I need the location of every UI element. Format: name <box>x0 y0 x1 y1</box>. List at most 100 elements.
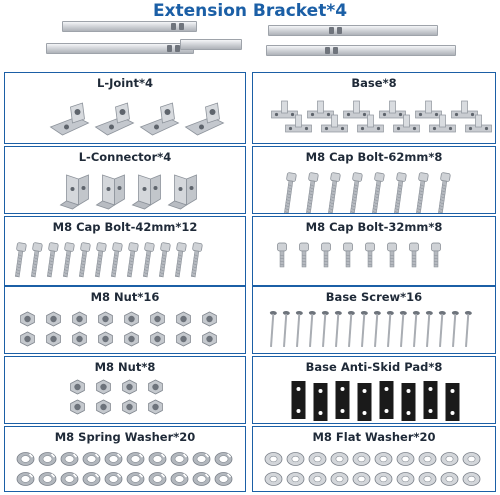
bolt-part <box>299 242 309 268</box>
bolt-part <box>111 242 123 278</box>
spring-washer-part <box>214 472 233 486</box>
part-panel: M8 Cap Bolt-62mm*8 <box>252 146 496 214</box>
pad-part <box>335 381 350 419</box>
part-panel: M8 Flat Washer*20 <box>252 426 496 492</box>
part-label: M8 Cap Bolt-62mm*8 <box>305 150 443 164</box>
part-label: M8 Nut*8 <box>94 360 156 374</box>
bracket-bar <box>46 43 194 54</box>
spring-washer-part <box>16 472 35 486</box>
part-label: Base Screw*16 <box>325 290 423 304</box>
flat-washer-part <box>330 452 349 466</box>
flat-washer-part <box>440 472 459 486</box>
part-label: M8 Nut*16 <box>90 290 160 304</box>
flat-washer-part <box>330 472 349 486</box>
spring-washer-icon <box>16 452 233 486</box>
bolt-part <box>283 172 297 213</box>
nut-part <box>98 331 113 347</box>
flat-washer-part <box>308 452 327 466</box>
nut-part <box>150 331 165 347</box>
part-panel: M8 Cap Bolt-42mm*12 <box>4 216 246 286</box>
base-part <box>321 114 348 133</box>
pad-icon <box>291 381 460 421</box>
flat-washer-part <box>396 452 415 466</box>
nut-part <box>122 379 137 395</box>
bolt-part <box>305 172 319 213</box>
spring-washer-part <box>38 472 57 486</box>
bolt-part <box>371 172 385 213</box>
spring-washer-part <box>192 452 211 466</box>
part-panel: L-Connector*4 <box>4 146 246 214</box>
flat-washer-part <box>440 452 459 466</box>
screw-part <box>347 310 355 347</box>
base-part <box>285 114 312 133</box>
bolt-part <box>409 242 419 268</box>
spring-washer-part <box>192 472 211 486</box>
spring-washer-part <box>60 472 79 486</box>
part-label: Base Anti-Skid Pad*8 <box>305 360 443 374</box>
bolt-part <box>159 242 171 278</box>
nut-part <box>148 379 163 395</box>
nut-part <box>124 331 139 347</box>
page-title: Extension Bracket*4 <box>152 1 348 21</box>
flat-washer-part <box>374 452 393 466</box>
nut-icon <box>70 379 163 415</box>
l-connector-part <box>95 174 125 210</box>
bolt-part <box>191 242 203 278</box>
bolt-part <box>127 242 139 278</box>
spring-washer-part <box>16 452 35 466</box>
nut-icon <box>20 311 217 347</box>
screw-part <box>412 310 420 347</box>
flat-washer-part <box>374 472 393 486</box>
l-joint-icon <box>49 102 225 136</box>
base-part <box>379 100 406 119</box>
screw-part <box>269 310 277 347</box>
screw-part <box>321 310 329 347</box>
screw-part <box>464 310 472 347</box>
spring-washer-part <box>214 452 233 466</box>
pad-part <box>357 383 372 421</box>
flat-washer-part <box>396 472 415 486</box>
part-panel: M8 Cap Bolt-32mm*8 <box>252 216 496 286</box>
bolt-part <box>321 242 331 268</box>
nut-part <box>202 331 217 347</box>
bolt-part <box>79 242 91 278</box>
l-connector-icon <box>59 174 197 210</box>
flat-washer-part <box>264 452 283 466</box>
pad-part <box>445 383 460 421</box>
flat-washer-part <box>462 452 481 466</box>
part-label: Base*8 <box>351 76 397 90</box>
long-bolt-icon <box>283 172 451 213</box>
flat-washer-part <box>352 452 371 466</box>
flat-washer-part <box>264 472 283 486</box>
flat-washer-part <box>352 472 371 486</box>
nut-part <box>20 331 35 347</box>
screw-part <box>308 310 316 347</box>
base-part <box>271 100 298 119</box>
pad-part <box>291 381 306 419</box>
part-label: L-Connector*4 <box>78 150 172 164</box>
bolt-part <box>143 242 155 278</box>
spring-washer-part <box>82 452 101 466</box>
nut-part <box>176 331 191 347</box>
bolt-icon <box>15 242 203 278</box>
bolt-part <box>277 242 287 268</box>
short-bolt-icon <box>277 242 441 268</box>
nut-part <box>20 311 35 327</box>
nut-part <box>124 311 139 327</box>
spring-washer-part <box>60 452 79 466</box>
screw-part <box>373 310 381 347</box>
base-part <box>451 100 478 119</box>
bolt-part <box>95 242 107 278</box>
spring-washer-part <box>38 452 57 466</box>
base-part <box>415 100 442 119</box>
flat-washer-icon <box>264 452 481 486</box>
screw-part <box>360 310 368 347</box>
part-panel: Base*8 <box>252 72 496 144</box>
part-panel: Base Screw*16 <box>252 286 496 354</box>
part-panel: L-Joint*4 <box>4 72 246 144</box>
pad-part <box>401 383 416 421</box>
base-part <box>357 114 384 133</box>
spring-washer-part <box>170 472 189 486</box>
nut-part <box>176 311 191 327</box>
bolt-part <box>365 242 375 268</box>
